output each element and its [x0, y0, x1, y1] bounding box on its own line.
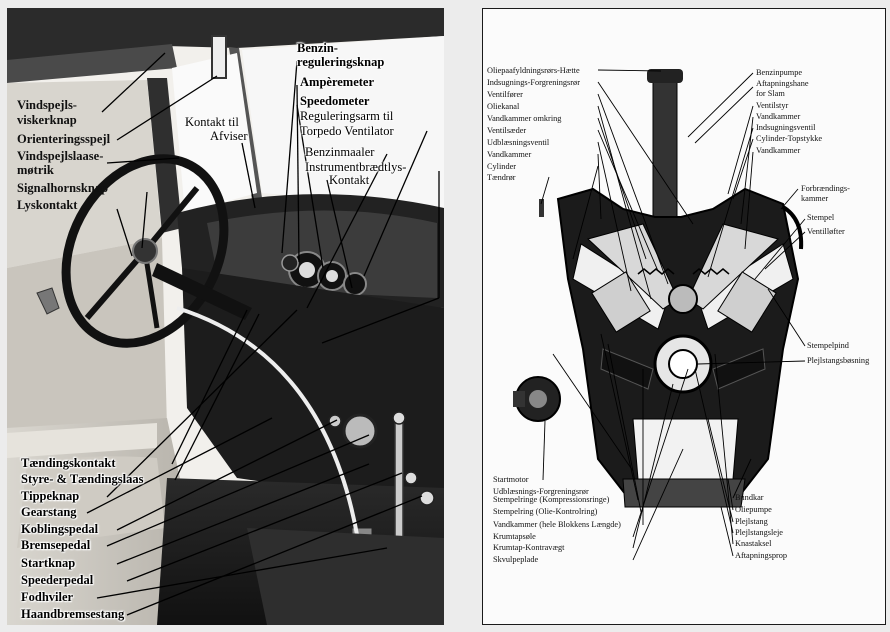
- label-styre-taendingslaas: Styre- & Tændingslaas: [21, 472, 144, 486]
- label-stempel: Stempel: [807, 213, 835, 222]
- label-speederpedal: Speederpedal: [21, 573, 94, 587]
- car-interior-figure: Benzin- reguleringsknap Ampèremeter Spee…: [7, 8, 444, 625]
- label-stempelpind: Stempelpind: [807, 341, 849, 350]
- label-signalhornsknap: Signalhornsknap: [17, 181, 109, 195]
- label-benzinpumpe: Benzinpumpe: [756, 68, 803, 77]
- engine-cutaway-figure: Oliepaafyldningsrørs-Hætte Indsugnings-F…: [482, 8, 886, 625]
- label-cylinder-topstykke: Cylinder-Topstykke: [756, 134, 823, 143]
- label-oliekanal: Oliekanal: [487, 102, 520, 111]
- label-lyskontakt: Lyskontakt: [17, 198, 78, 212]
- label-ventilloefter: Ventilløfter: [807, 227, 845, 236]
- label-vandkammer-right-1: Vandkammer: [756, 112, 801, 121]
- label-bremsepedal: Bremsepedal: [21, 538, 91, 552]
- label-startknap: Startknap: [21, 556, 76, 570]
- label-vandkammer-left: Vandkammer: [487, 150, 532, 159]
- label-skvulpeplade: Skvulpeplade: [493, 555, 539, 564]
- label-benzin-reguleringsknap-1: Benzin-: [297, 41, 338, 55]
- label-orienteringsspejl: Orienteringsspejl: [17, 132, 111, 146]
- label-taendror: Tændrør: [487, 173, 516, 182]
- label-gearstang: Gearstang: [21, 505, 77, 519]
- label-speedometer: Speedometer: [300, 94, 370, 108]
- label-vindspejlsviskerknap-1: Vindspejls-: [17, 98, 77, 112]
- label-instrumentbraedtlys-1: Instrumentbrædtlys-: [305, 160, 407, 174]
- label-stempelring-olie: Stempelring (Olie-Kontrolring): [493, 507, 598, 516]
- label-kontakt-til-afviser-1: Kontakt til: [185, 115, 239, 129]
- label-for-slam: for Slam: [756, 89, 785, 98]
- engine-cutaway-illustration: [483, 9, 885, 624]
- label-aftapningshane: Aftapningshane: [756, 79, 809, 88]
- label-haandbremsestang: Haandbremsestang: [21, 607, 125, 621]
- label-kammer: kammer: [801, 194, 829, 203]
- label-benzin-reguleringsknap-2: reguleringsknap: [297, 55, 385, 69]
- label-reguleringsarm-1: Reguleringsarm til: [300, 109, 394, 123]
- label-ventilstyr: Ventilstyr: [756, 101, 789, 110]
- label-krumtap-kontravaegt: Krumtap-Kontravægt: [493, 543, 565, 552]
- label-reguleringsarm-2: Torpedo Ventilator: [300, 124, 394, 138]
- label-vandkammer-blokkens: Vandkammer (hele Blokkens Længde): [493, 520, 621, 529]
- label-udblaesnings-forgreningsror: Udblæsnings-Forgreningsrør: [493, 487, 589, 496]
- label-kontakt-til-afviser-2: Afviser: [210, 129, 248, 143]
- label-vandkammer-omkring: Vandkammer omkring: [487, 114, 562, 123]
- label-amperemeter: Ampèremeter: [300, 75, 375, 89]
- label-koblingspedal: Koblingspedal: [21, 522, 99, 536]
- label-udblaesningsventil: Udblæsningsventil: [487, 138, 550, 147]
- label-cylinder: Cylinder: [487, 162, 517, 171]
- label-startmotor: Startmotor: [493, 475, 529, 484]
- label-stempelringe: Stempelringe (Kompressionsringe): [493, 495, 610, 504]
- label-plejlstangsbosning: Plejlstangsbøsning: [807, 356, 870, 365]
- label-ventilsaeder: Ventilsæder: [487, 126, 527, 135]
- label-indsugnings-forgreningsror: Indsugnings-Forgreningsrør: [487, 78, 580, 87]
- label-oliepaafyldningsrors-haette: Oliepaafyldningsrørs-Hætte: [487, 66, 580, 75]
- label-fodhviler: Fodhviler: [21, 590, 74, 604]
- label-vandkammer-right-2: Vandkammer: [756, 146, 801, 155]
- label-instrumentbraedtlys-2: Kontakt: [329, 173, 370, 187]
- label-taendingskontakt: Tændingskontakt: [21, 456, 116, 470]
- label-forbraendings: Forbrændings-: [801, 184, 850, 193]
- label-vindspejlslaasemotrik-2: møtrik: [17, 163, 54, 177]
- label-aftapningsprop: Aftapningsprop: [735, 551, 788, 560]
- label-vindspejlslaasemotrik-1: Vindspejlslaase-: [17, 149, 104, 163]
- label-knastaksel: Knastaksel: [735, 539, 772, 548]
- label-ventilforer: Ventilfører: [487, 90, 523, 99]
- label-oliepumpe: Oliepumpe: [735, 505, 772, 514]
- label-bundkar: Bundkar: [735, 493, 764, 502]
- label-plejlstang: Plejlstang: [735, 517, 768, 526]
- label-plejlstangsleje: Plejlstangsleje: [735, 528, 783, 537]
- label-krumtapsoele: Krumtapsøle: [493, 532, 536, 541]
- car-interior-illustration: [7, 8, 444, 625]
- label-vindspejlsviskerknap-2: viskerknap: [17, 113, 77, 127]
- label-benzinmaaler: Benzinmaaler: [305, 145, 375, 159]
- label-tippeknap: Tippeknap: [21, 489, 80, 503]
- label-indsugningsventil: Indsugningsventil: [756, 123, 816, 132]
